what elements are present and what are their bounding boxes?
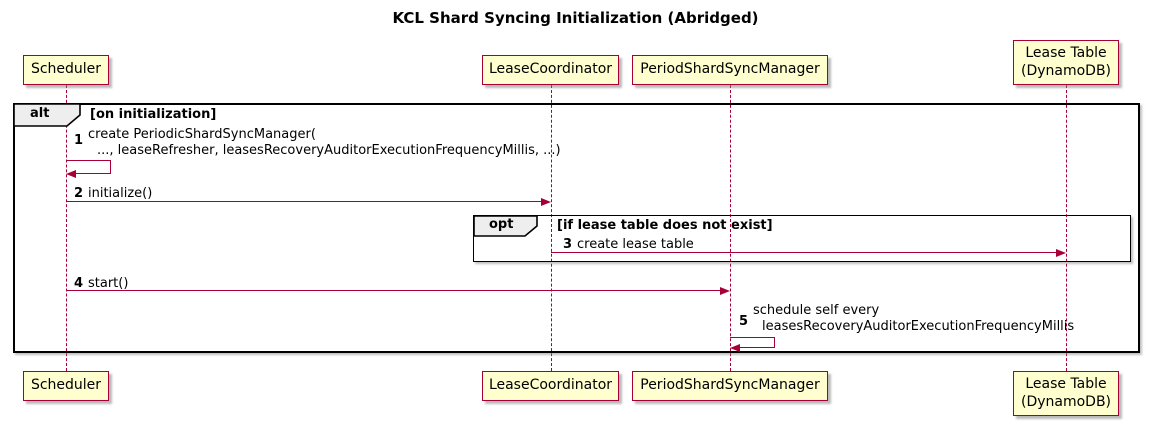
participant-leasetable-line2: (DynamoDB) xyxy=(1020,62,1112,79)
message-3-label: create lease table xyxy=(577,237,694,252)
alt-condition: [on initialization] xyxy=(90,107,217,122)
message-5-line2: leasesRecoveryAuditorExecutionFrequencyM… xyxy=(762,318,1075,334)
message-5-label: schedule self every leasesRecoveryAudito… xyxy=(753,303,1074,334)
opt-keyword: opt xyxy=(489,217,514,232)
message-5-self-arrow-bottom xyxy=(740,347,775,348)
lifeline-scheduler xyxy=(65,85,67,371)
alt-keyword: alt xyxy=(30,106,50,121)
message-2-label: initialize() xyxy=(88,186,153,201)
opt-condition: [if lease table does not exist] xyxy=(557,218,773,233)
message-4-arrowhead-icon xyxy=(720,286,730,295)
message-2-arrowhead-icon xyxy=(541,197,551,206)
participant-leasecoordinator-top: LeaseCoordinator xyxy=(482,55,619,85)
participant-periodshardsyncmanager-bottom: PeriodShardSyncManager xyxy=(632,371,828,401)
message-5-self-arrow-top xyxy=(730,337,775,338)
diagram-title: KCL Shard Syncing Initialization (Abridg… xyxy=(392,9,759,27)
participant-leasetable-bottom-line2: (DynamoDB) xyxy=(1020,393,1112,410)
message-4-label: start() xyxy=(88,276,129,291)
participant-leasecoordinator-bottom: LeaseCoordinator xyxy=(482,371,619,401)
message-4-arrow xyxy=(66,290,721,291)
opt-frame-tab xyxy=(473,215,538,237)
lifeline-leasecoordinator xyxy=(550,85,552,371)
participant-leasetable-top: Lease Table (DynamoDB) xyxy=(1013,40,1119,85)
opt-frame xyxy=(473,215,1131,262)
message-3-arrow xyxy=(551,252,1056,253)
message-1-number: 1 xyxy=(74,133,84,148)
message-3-arrowhead-icon xyxy=(1056,248,1066,257)
alt-frame-tab xyxy=(13,103,81,127)
participant-scheduler-bottom: Scheduler xyxy=(23,371,109,401)
participant-leasetable-line1: Lease Table xyxy=(1025,45,1107,61)
message-1-self-arrow-top xyxy=(66,160,111,161)
message-5-self-arrow-side xyxy=(774,337,775,348)
message-1-line2: ..., leaseRefresher, leasesRecoveryAudit… xyxy=(97,142,561,158)
message-4-number: 4 xyxy=(74,276,84,291)
message-5-line1: schedule self every xyxy=(753,303,880,318)
message-1-self-arrow-side xyxy=(110,160,111,174)
message-5-arrowhead-icon xyxy=(730,343,740,352)
message-2-arrow xyxy=(66,201,542,202)
alt-frame xyxy=(13,103,1140,353)
participant-periodshardsyncmanager-top: PeriodShardSyncManager xyxy=(632,55,828,85)
participant-leasetable-bottom-line1: Lease Table xyxy=(1025,376,1107,392)
message-5-number: 5 xyxy=(739,314,749,329)
message-1-line1: create PeriodicShardSyncManager( xyxy=(88,127,316,142)
message-1-self-arrow-bottom xyxy=(76,173,111,174)
lifeline-leasetable xyxy=(1065,85,1067,371)
message-3-number: 3 xyxy=(563,237,573,252)
participant-scheduler-top: Scheduler xyxy=(23,55,109,85)
message-1-label: create PeriodicShardSyncManager( ..., le… xyxy=(88,127,561,158)
message-1-arrowhead-icon xyxy=(66,169,76,178)
lifeline-periodshardsyncmanager xyxy=(730,85,731,371)
participant-leasetable-bottom: Lease Table (DynamoDB) xyxy=(1013,371,1119,416)
message-2-number: 2 xyxy=(74,186,84,201)
